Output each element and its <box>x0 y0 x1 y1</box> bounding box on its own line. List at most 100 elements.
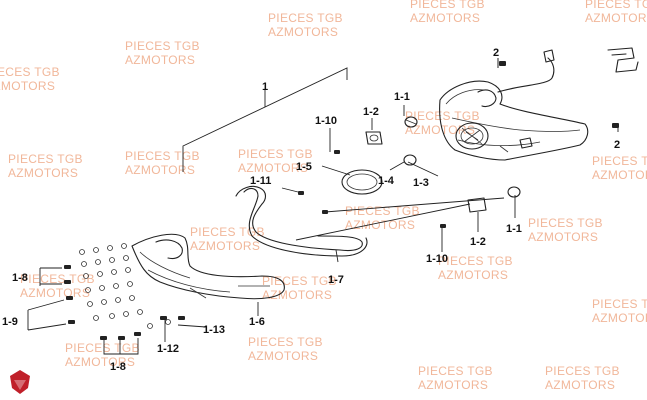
svg-text:AZMOTORS: AZMOTORS <box>20 286 90 300</box>
svg-text:AZMOTORS: AZMOTORS <box>190 239 260 253</box>
fastener-cluster <box>64 243 185 340</box>
label-1-13: 1-13 <box>203 324 225 336</box>
svg-text:PIECES TGB: PIECES TGB <box>585 0 647 11</box>
svg-text:AZMOTORS: AZMOTORS <box>262 288 332 302</box>
svg-text:AZMOTORS: AZMOTORS <box>8 166 78 180</box>
svg-text:AZMOTORS: AZMOTORS <box>125 163 195 177</box>
e-mark-icon <box>607 47 639 73</box>
label-1-2-top: 1-2 <box>363 106 379 118</box>
svg-text:PIECES TGB: PIECES TGB <box>65 341 140 355</box>
bulb-socket-1-1-top <box>404 116 418 128</box>
svg-text:PIECES TGB: PIECES TGB <box>0 65 60 79</box>
label-1-2-bottom: 1-2 <box>470 236 486 248</box>
svg-text:AZMOTORS: AZMOTORS <box>592 311 647 325</box>
label-1-1-top: 1-1 <box>394 91 410 103</box>
svg-text:PIECES TGB: PIECES TGB <box>8 152 83 166</box>
assembly-bracket <box>182 67 348 172</box>
headlight-housing-right <box>439 49 589 161</box>
screw-right <box>612 123 619 128</box>
svg-text:AZMOTORS: AZMOTORS <box>410 11 480 25</box>
svg-text:AZMOTORS: AZMOTORS <box>545 378 615 392</box>
svg-text:AZMOTORS: AZMOTORS <box>65 355 135 369</box>
gasket-1-7 <box>235 185 368 257</box>
svg-text:PIECES TGB: PIECES TGB <box>125 39 200 53</box>
svg-text:PIECES TGB: PIECES TGB <box>262 274 337 288</box>
svg-text:AZMOTORS: AZMOTORS <box>438 268 508 282</box>
label-1-5: 1-5 <box>296 161 312 173</box>
label-1-12: 1-12 <box>157 343 179 355</box>
label-1: 1 <box>262 81 268 93</box>
svg-text:PIECES TGB: PIECES TGB <box>345 204 420 218</box>
label-1-3: 1-3 <box>413 177 429 189</box>
label-1-8-bottom: 1-8 <box>110 361 126 373</box>
svg-text:AZMOTORS: AZMOTORS <box>528 230 598 244</box>
label-1-6: 1-6 <box>249 316 265 328</box>
svg-text:AZMOTORS: AZMOTORS <box>0 79 55 93</box>
label-1-8-left: 1-8 <box>12 272 28 284</box>
svg-text:PIECES TGB: PIECES TGB <box>405 109 480 123</box>
screw-top <box>497 58 506 68</box>
label-1-10-top: 1-10 <box>315 115 337 127</box>
label-1-7: 1-7 <box>328 274 344 286</box>
svg-text:PIECES TGB: PIECES TGB <box>125 149 200 163</box>
svg-text:PIECES TGB: PIECES TGB <box>592 154 647 168</box>
svg-text:AZMOTORS: AZMOTORS <box>345 218 415 232</box>
label-2-right: 2 <box>614 139 620 151</box>
svg-text:PIECES TGB: PIECES TGB <box>248 335 323 349</box>
svg-text:PIECES TGB: PIECES TGB <box>268 11 343 25</box>
headlight-housing-left <box>131 233 285 300</box>
leader-lines <box>27 58 619 355</box>
svg-text:AZMOTORS: AZMOTORS <box>125 53 195 67</box>
svg-text:AZMOTORS: AZMOTORS <box>238 161 308 175</box>
brand-logo <box>10 370 30 394</box>
bulb-socket-1-1-bottom <box>507 186 521 198</box>
label-1-4: 1-4 <box>378 175 395 187</box>
svg-text:AZMOTORS: AZMOTORS <box>248 349 318 363</box>
label-1-9: 1-9 <box>2 316 18 328</box>
svg-text:PIECES TGB: PIECES TGB <box>545 364 620 378</box>
bulb-1-2-bottom <box>467 197 487 213</box>
svg-text:PIECES TGB: PIECES TGB <box>528 216 603 230</box>
svg-text:PIECES TGB: PIECES TGB <box>438 254 513 268</box>
lens-1-5 <box>341 169 383 195</box>
label-1-10-bottom: 1-10 <box>426 253 448 265</box>
bulb-socket-1-3 <box>403 154 417 166</box>
label-1-1-bottom: 1-1 <box>506 223 522 235</box>
svg-text:PIECES TGB: PIECES TGB <box>418 364 493 378</box>
svg-text:PIECES TGB: PIECES TGB <box>410 0 485 11</box>
bulb-1-2-top <box>365 131 383 145</box>
svg-text:AZMOTORS: AZMOTORS <box>418 378 488 392</box>
svg-text:AZMOTORS: AZMOTORS <box>585 11 647 25</box>
label-1-11: 1-11 <box>250 175 271 187</box>
svg-text:PIECES TGB: PIECES TGB <box>238 147 313 161</box>
screw-1-11 <box>298 191 304 195</box>
svg-text:AZMOTORS: AZMOTORS <box>405 123 475 137</box>
svg-text:PIECES TGB: PIECES TGB <box>20 272 95 286</box>
svg-text:PIECES TGB: PIECES TGB <box>592 297 647 311</box>
screw-1-10-top <box>334 150 340 154</box>
svg-text:PIECES TGB: PIECES TGB <box>190 225 265 239</box>
